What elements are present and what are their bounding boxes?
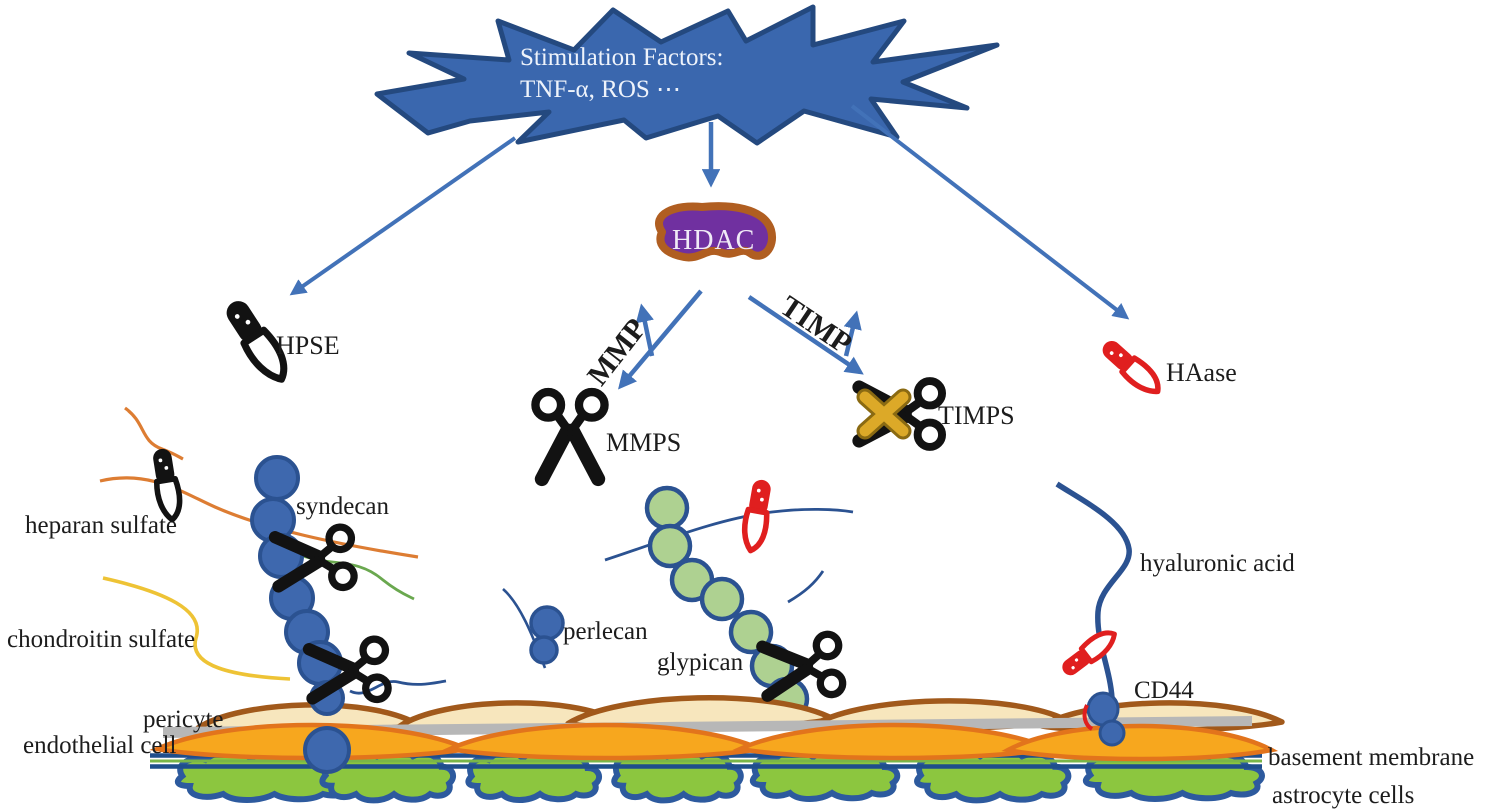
glypican-label: glypican [657,649,744,676]
arrow-hdac-to-mmps [618,289,703,390]
astrocyte-cells-label: astrocyte cells [1272,782,1415,809]
cd44-red-fragment [1082,704,1094,731]
arrow-to-haase [850,104,1130,320]
haase-knife-icon [1098,336,1165,399]
timps-label: TIMPS [938,401,1015,430]
glypican-strand-b [787,570,825,604]
heparan-sulfate-label: heparan sulfate [25,512,178,539]
arrow-hdac-to-timps [747,295,864,375]
starburst-icon [374,4,1000,146]
hyaluronic-acid-label: hyaluronic acid [1140,550,1295,577]
basement-membrane-label: basement membrane [1268,744,1475,771]
timp-up-arrow [843,310,862,357]
cd44-cutting-red-knife-icon [1058,626,1120,679]
perlecan-beads [529,605,565,665]
hpse-label: HPSE [276,331,340,360]
cd44-receptor [1082,691,1126,747]
glypican-strand-a [604,507,854,562]
chondroitin-sulfate-label: chondroitin sulfate [7,626,196,653]
stimulation-factors-line1: Stimulation Factors: [520,44,724,71]
glypican-cutting-red-knife-icon [741,478,774,552]
chondroitin-strand [102,576,291,681]
heparan-strand-short [124,406,184,461]
stimulation-factors-line2: TNF-α, ROS ⋯ [520,76,682,103]
mmps-scissors-icon [535,392,604,479]
hdac-blob-icon [655,202,777,262]
mmp-up-arrow [635,303,655,357]
pericyte-label: pericyte [143,706,224,733]
perlecan-label: perlecan [563,618,648,645]
gray-stripe [163,716,1252,738]
endothelial-cell-label: endothelial cell [23,732,177,759]
cd44-label: CD44 [1134,677,1194,704]
arrow-to-hpse [289,136,517,296]
haase-label: HAase [1166,358,1237,387]
hdac-label: HDAC [672,225,756,256]
mmps-label: MMPS [606,428,682,457]
blocked-scissors-icon [859,381,942,447]
syndecan-label: syndecan [296,493,390,520]
stimulation-arrows [289,104,1130,390]
heparan-cutting-knife-icon [151,447,183,521]
